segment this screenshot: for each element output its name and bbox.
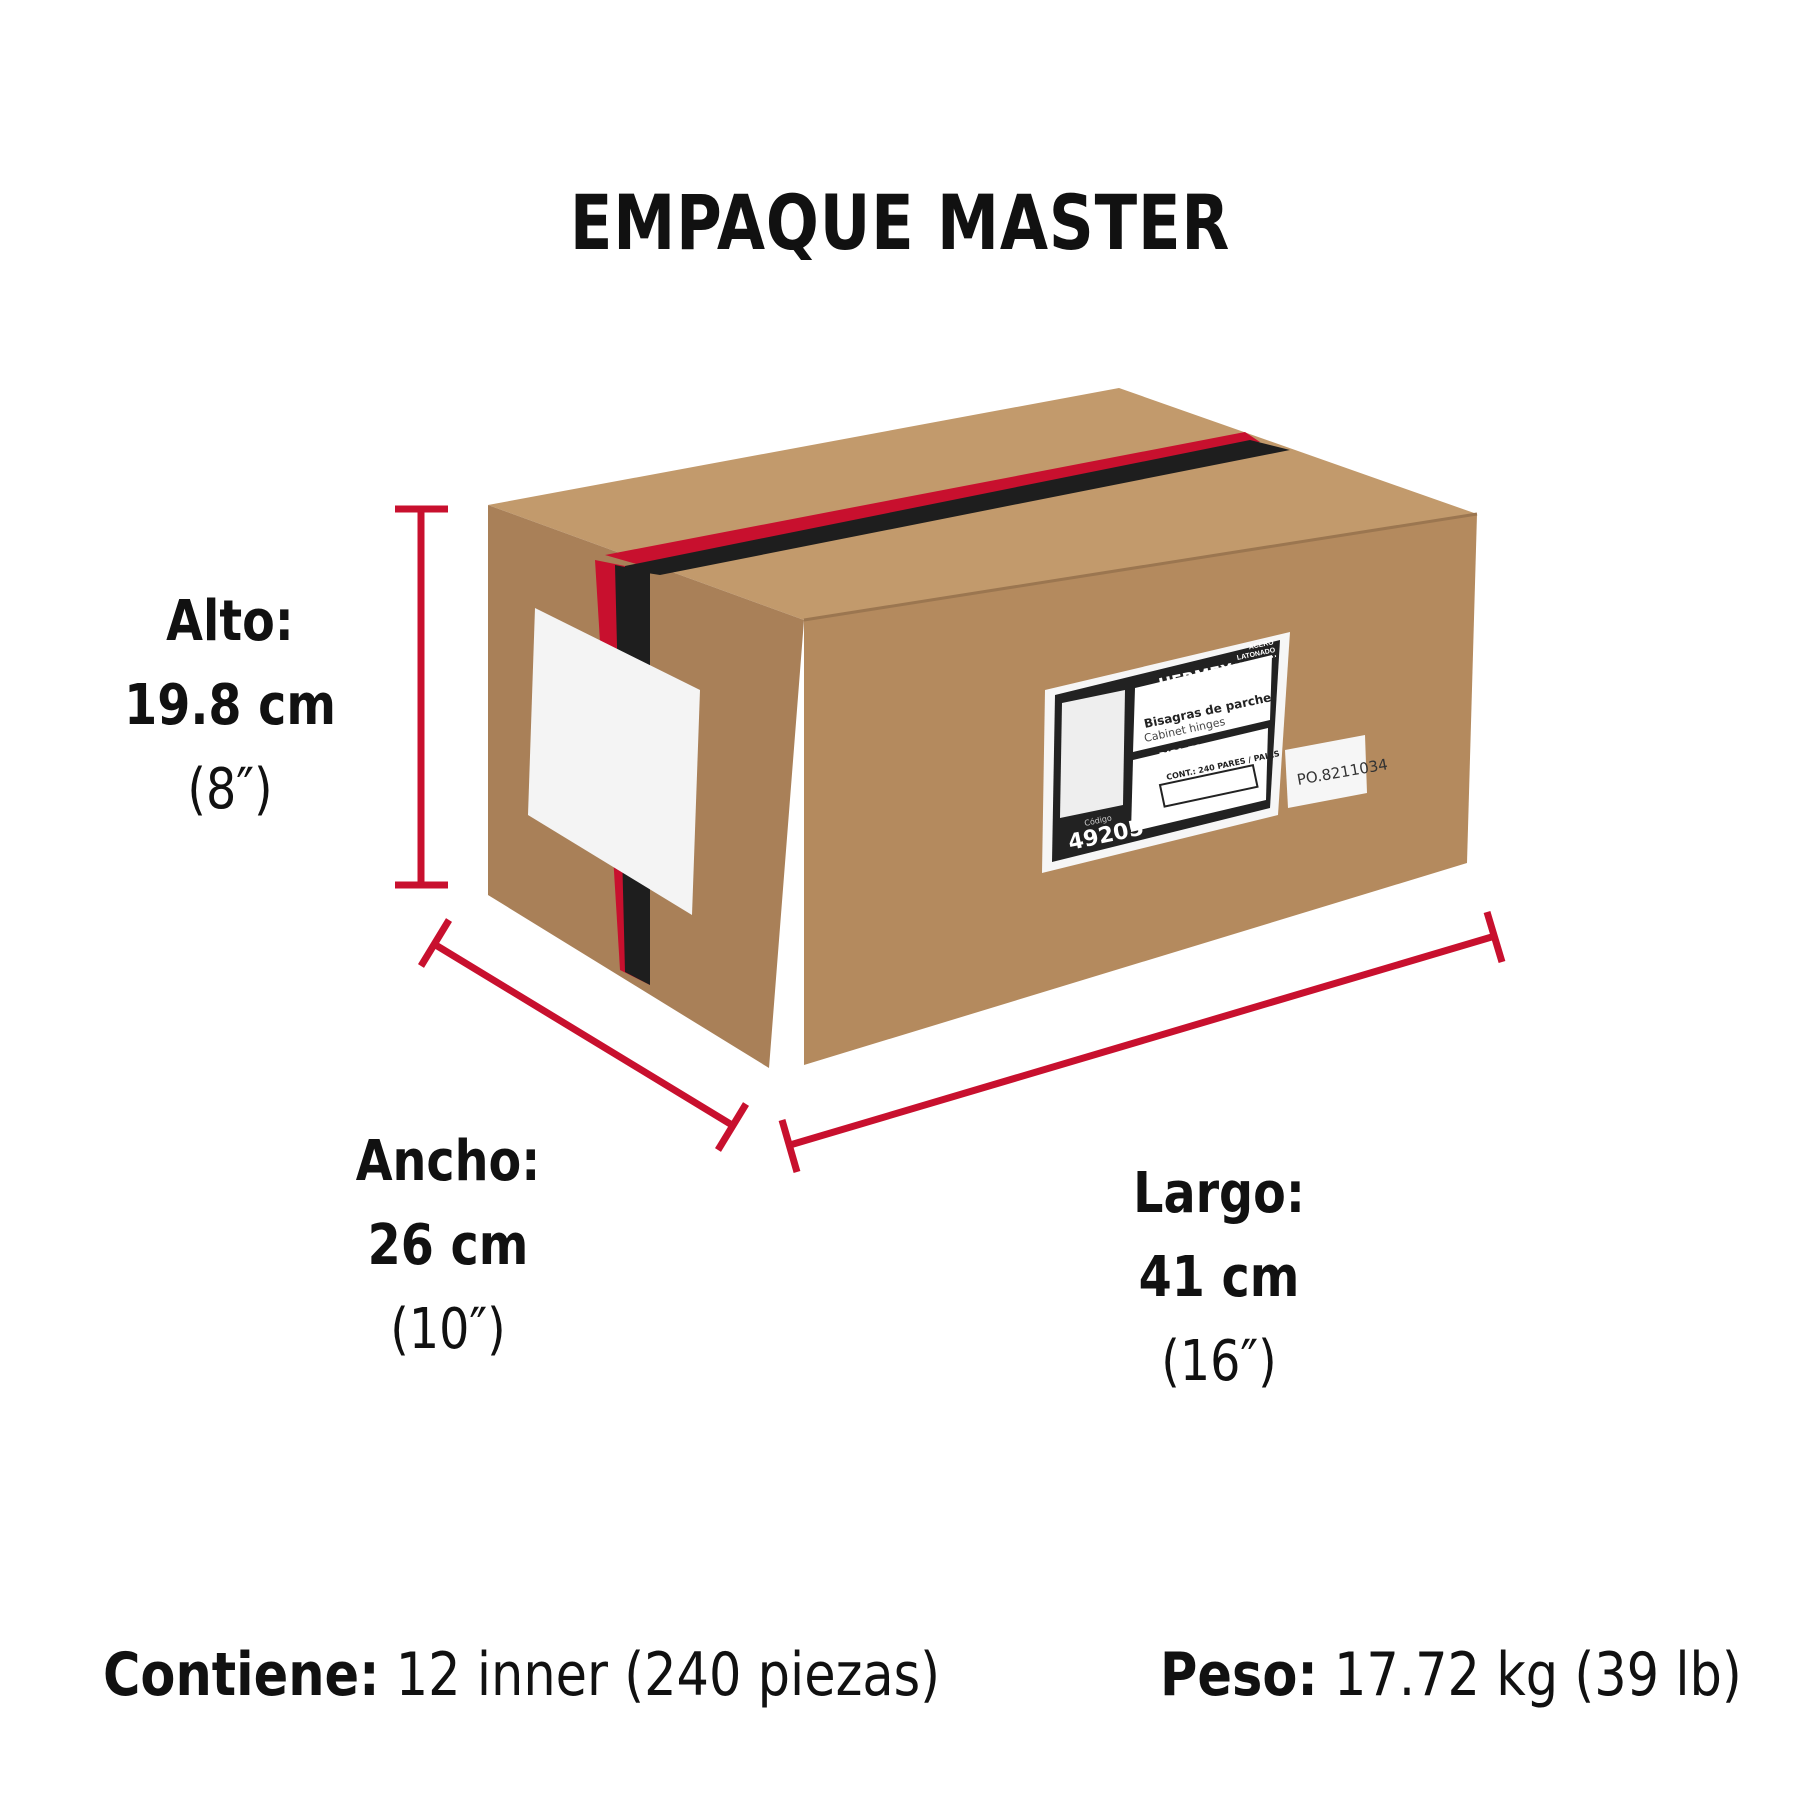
largo-dimension-line [789,932,1496,1149]
weight-info: Peso: 17.72 kg (39 lb) [1160,1640,1742,1710]
largo-dimension: Largo: 41 cm (16″) [1092,1152,1347,1404]
contiene-label: Contiene: [103,1640,380,1710]
ancho-metric: 26 cm [367,1213,529,1278]
largo-imperial: (16″) [1161,1329,1277,1394]
alto-dimension: Alto: 19.8 cm (8″) [103,580,358,832]
ancho-dimension: Ancho: 26 cm (10″) [321,1120,576,1372]
po-sticker: PO.8211034 [1285,735,1389,808]
ancho-label: Ancho: [355,1129,541,1194]
tape-black [615,440,1290,575]
page-title: EMPAQUE MASTER [569,178,1231,267]
tape-red [605,432,1260,565]
peso-label: Peso: [1160,1640,1318,1710]
alto-label: Alto: [166,589,294,654]
contiene-value: 12 inner (240 piezas) [395,1640,941,1710]
alto-metric: 19.8 cm [124,673,336,738]
largo-metric: 41 cm [1138,1245,1300,1310]
barcode [1158,764,1259,808]
largo-label: Largo: [1133,1161,1305,1226]
contents-info: Contiene: 12 inner (240 piezas) [103,1640,940,1710]
side-label [528,608,700,915]
alto-imperial: (8″) [187,757,273,822]
product-label: HERMEX ACERO LATONADO BRASS FINISH Bisag… [1042,632,1290,873]
peso-value: 17.72 kg (39 lb) [1333,1640,1742,1710]
ancho-dimension-line [432,941,734,1128]
ancho-imperial: (10″) [390,1297,506,1362]
